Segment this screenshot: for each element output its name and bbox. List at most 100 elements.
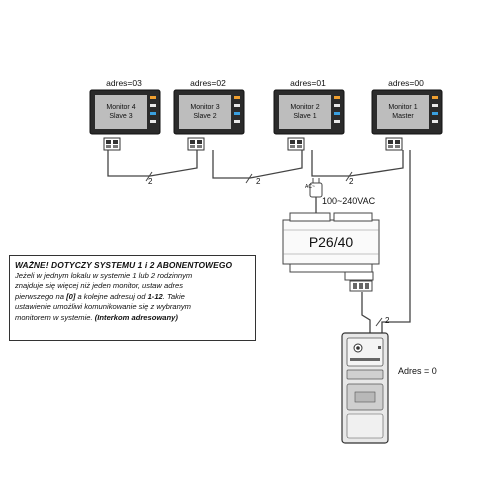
monitor-address: adres=03 [106,78,142,88]
key-icon [334,120,340,123]
monitor-screen [279,95,331,129]
sensor-icon [378,346,381,349]
note-text: pierwszego na [15,291,67,301]
speaker-grille [350,358,380,361]
connector-pin [353,283,357,289]
terminal-pin [190,140,195,144]
key-icon [334,104,340,107]
power-supply [282,212,380,281]
ac-plug [309,178,323,198]
supply-output-terminal [344,271,374,281]
door-station-address: Adres = 0 [398,366,437,376]
key-icon [432,120,438,123]
key-icon [432,112,438,115]
monitor-address: adres=01 [290,78,326,88]
card-reader-icon [354,391,376,403]
wire-mark-label: 2 [148,177,153,186]
note-line: Jeżeli w jednym lokalu w systemie 1 lub … [15,271,250,281]
note-text: . Takie [162,291,185,301]
door-station-upper-panel [346,337,384,367]
note-emphasis: (Interkom adresowany) [94,312,178,322]
terminal-pin [197,140,202,144]
wire-monitor2-monitor1 [311,150,404,177]
status-led-icon [234,96,240,99]
terminal-pin [395,140,400,144]
call-button [346,369,384,380]
wire-monitor4-monitor3 [107,150,198,177]
wire-monitor3-monitor2 [212,150,303,179]
key-icon [234,120,240,123]
note-line: pierwszego na [0] a kolejne adresuj od 1… [15,292,250,302]
key-icon [234,112,240,115]
camera-pupil [356,346,360,350]
monitor-name: Monitor 4 [106,104,135,111]
wire-marks [145,171,383,327]
wire-mark-slash [245,173,253,184]
monitor-address: adres=00 [388,78,424,88]
ac-label: AC~ [305,184,315,190]
door-station [341,332,389,444]
status-led-icon [334,96,340,99]
supply-body [282,219,380,265]
key-icon [150,112,156,115]
monitor-role: Slave 3 [109,113,132,120]
note-text: a kolejne adresuj od [75,291,148,301]
monitor-address: adres=02 [190,78,226,88]
key-icon [334,112,340,115]
key-icon [432,104,438,107]
note-text: Jeżeli w jednym lokalu w systemie 1 lub … [15,271,193,280]
key-icon [150,104,156,107]
voltage-label: 100~240VAC [322,196,376,206]
wire-mark-label: 2 [385,316,390,325]
wire-mark-slash [345,171,353,182]
wiring [107,150,411,334]
terminal-pin [395,145,400,148]
supply-bottom-terminal [289,263,373,273]
monitor-role: Slave 1 [293,113,316,120]
terminal-pin [290,145,295,148]
important-note: WAŻNE! DOTYCZY SYSTEMU 1 i 2 ABONENTOWEG… [9,255,256,341]
status-led-icon [432,96,438,99]
key-icon [234,104,240,107]
note-emphasis: [0] [66,291,76,301]
supply-top-terminal [289,212,331,222]
terminal-pin [106,145,111,148]
note-title: WAŻNE! DOTYCZY SYSTEMU 1 i 2 ABONENTOWEG… [15,260,233,270]
note-body: Jeżeli w jednym lokalu w systemie 1 lub … [15,271,250,323]
terminal-pin [297,140,302,144]
terminal-pin [113,145,118,148]
monitor-role: Master [392,113,414,120]
door-station-lower-panel [346,413,384,439]
terminal-pin [290,140,295,144]
monitor-name: Monitor 2 [290,104,319,111]
terminal-pin [388,140,393,144]
terminal-pin [190,145,195,148]
wire-mark-label: 2 [256,177,261,186]
terminal-pin [106,140,111,144]
supply-model-label: P26/40 [309,234,354,250]
note-text: monitorem w systemie. [15,312,95,322]
monitor-name: Monitor 1 [388,104,417,111]
terminal-pin [297,145,302,148]
terminal-pin [113,140,118,144]
wire-supply-door [361,292,371,334]
note-line: znajduje się więcej niż jeden monitor, u… [15,281,250,291]
monitor-name: Monitor 3 [190,104,219,111]
connector-pin [365,283,369,289]
wire-mark-slash [375,317,383,327]
monitor-screen [179,95,231,129]
note-line: ustawienie umożliwi komunikowanie się z … [15,302,250,312]
terminal-pin [197,145,202,148]
monitor-screen [95,95,147,129]
connector-pin [359,283,363,289]
wire-monitor1-door [381,150,411,334]
note-text: ustawienie umożliwi komunikowanie się z … [15,302,191,312]
monitor-role: Slave 2 [193,113,216,120]
plug-body [309,182,323,198]
note-line: monitorem w systemie. (Interkom adresowa… [15,313,250,323]
